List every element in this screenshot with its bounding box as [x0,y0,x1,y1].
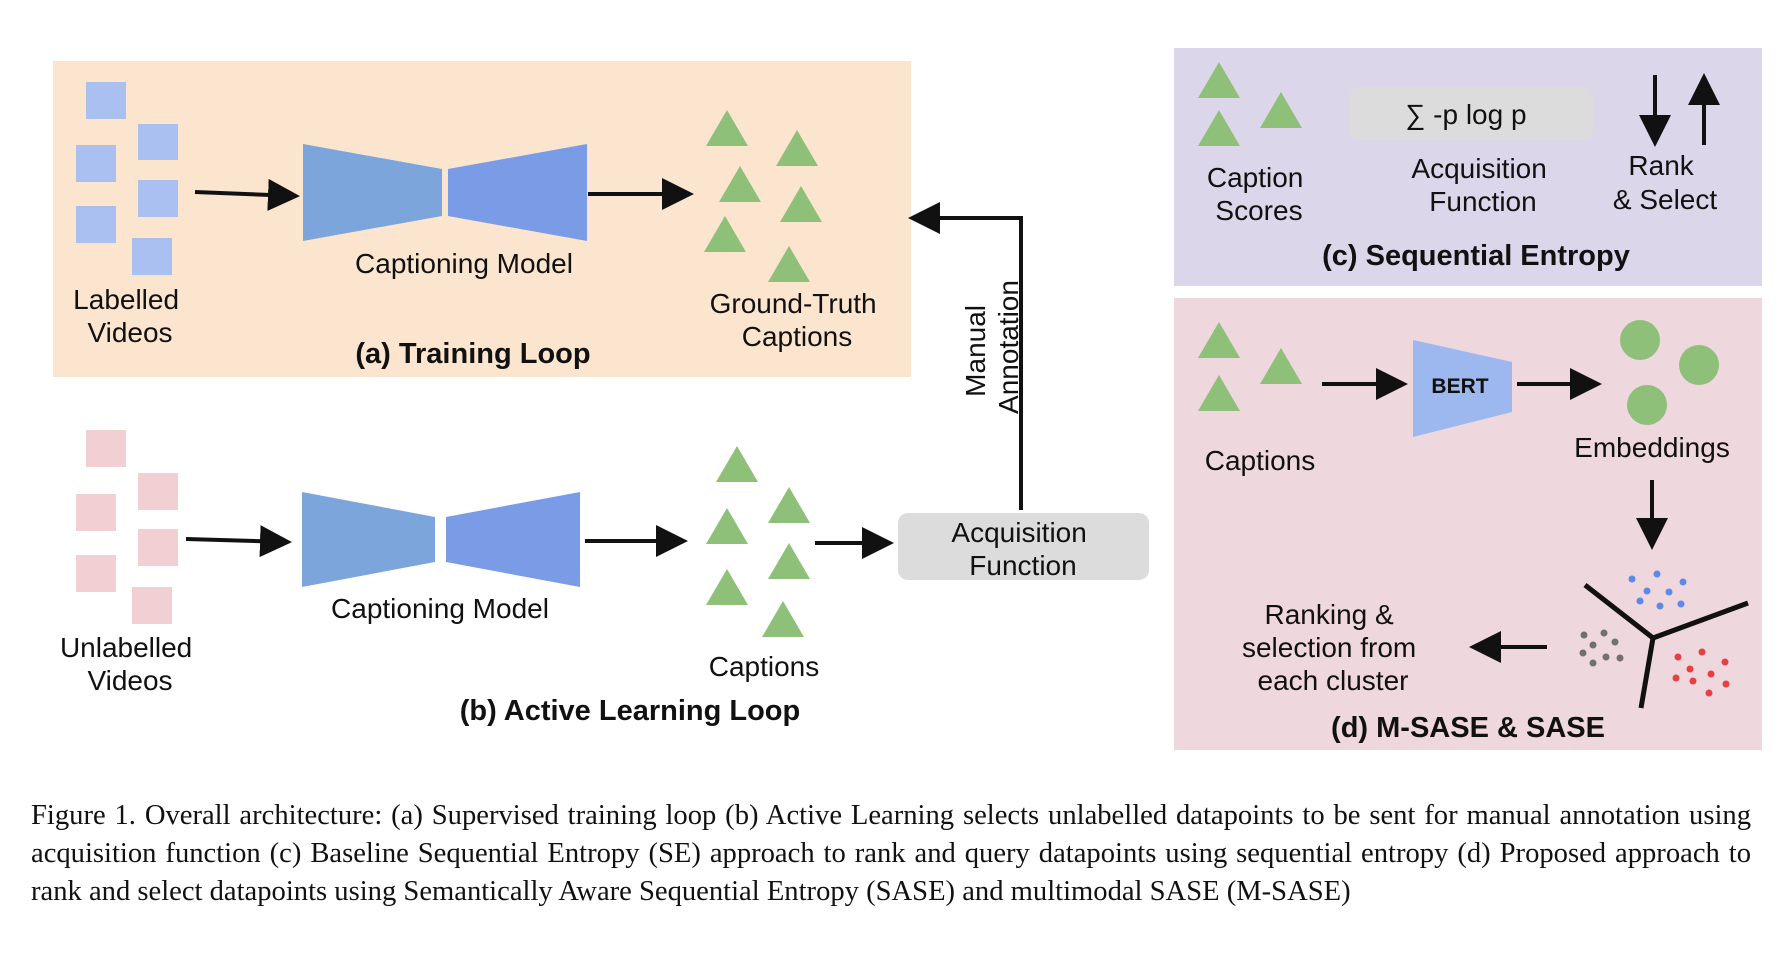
embeddings-label: Embeddings [1574,432,1730,463]
captions-b-icon [706,446,810,637]
captioning-model-a-icon [303,144,587,241]
arrow-videos-to-model-a [194,178,300,211]
unlabelled-videos-icon [76,430,178,624]
acquisition-function-box [898,513,1149,580]
architecture-diagram: Labelled Videos Captioning Model Ground-… [53,48,1762,750]
captions-b-label: Captions [709,651,820,682]
ground-truth-captions-label: Ground-Truth Captions [710,288,885,352]
labelled-videos-icon [76,82,178,275]
captioning-model-b-icon [302,492,580,587]
figure-caption: Figure 1. Overall architecture: (a) Supe… [31,800,1751,907]
acquisition-function-label: Acquisition Function [951,517,1094,581]
caption-scores-label: Caption Scores [1207,162,1311,226]
entropy-formula: ∑ -p log p [1405,99,1526,130]
sase-title: (d) M-SASE & SASE [1331,712,1605,744]
captioning-model-a-label: Captioning Model [355,248,573,279]
training-loop-title: (a) Training Loop [355,338,590,370]
embeddings-icon [1620,320,1719,425]
labelled-videos-label: Labelled Videos [73,284,187,348]
bert-encoder-label: BERT [1431,375,1488,398]
sase-captions-label: Captions [1205,445,1316,476]
rank-select-label: Rank & Select [1613,150,1717,215]
sase-captions-icon [1198,322,1302,411]
manual-annotation-arrow [908,202,1023,510]
ranking-selection-label: Ranking & selection from each cluster [1242,599,1424,696]
unlabelled-videos-label: Unlabelled Videos [60,632,200,696]
cluster-plot [1579,570,1749,709]
active-learning-loop-title: (b) Active Learning Loop [460,695,800,727]
cluster-gray-points [1579,629,1624,667]
bert-encoder-icon [1413,340,1512,437]
entropy-formula-box [1350,87,1593,140]
sequential-entropy-title: (c) Sequential Entropy [1322,240,1630,272]
arrow-videos-to-model-b [185,525,292,558]
cluster-blue-points [1628,570,1687,610]
ground-truth-captions-icon [704,110,822,282]
captioning-model-b-label: Captioning Model [331,593,549,624]
manual-annotation-label: Manual Annotation [960,280,1024,414]
caption-scores-icon [1198,62,1302,146]
cluster-red-points [1672,648,1730,697]
se-acquisition-function-label: Acquisition Function [1411,153,1554,217]
